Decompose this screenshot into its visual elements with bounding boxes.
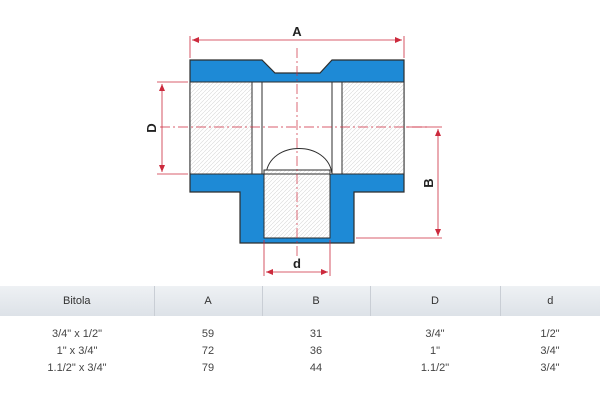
cell-bitola: 3/4" x 1/2" [51,328,102,340]
right-bore [331,81,405,175]
cell-b: 36 [309,345,323,357]
cell-d-lower: 1/2" [540,328,560,340]
dimension-d-upper [157,81,188,175]
cell-b: 31 [309,328,323,340]
header-d-lower: d [499,286,600,316]
header-b: B [261,286,371,316]
header-d-upper: D [369,286,501,316]
cell-d-upper: 3/4" [425,328,445,340]
tee-fitting-drawing: A D B d [144,24,442,276]
cell-b: 44 [309,362,323,374]
dimension-d-lower-label: d [293,256,301,271]
cell-a: 59 [201,328,215,340]
cell-d-upper: 1.1/2" [420,362,450,374]
cell-a: 72 [201,345,215,357]
table-row: 1" x 3/4" 72 36 1" 3/4" [0,343,600,360]
header-a: A [153,286,263,316]
dimension-a [189,36,405,58]
cell-a: 79 [201,362,215,374]
cell-d-upper: 1" [429,345,441,357]
specification-table: Bitola A B D d 3/4" x 1/2" 59 31 3/4" 1/… [0,286,600,377]
branch-dome [265,148,333,175]
table-row: 1.1/2" x 3/4" 79 44 1.1/2" 3/4" [0,360,600,377]
left-bore [189,81,263,175]
dimension-d-lower [263,240,331,276]
cell-bitola: 1" x 3/4" [56,345,98,357]
header-bitola: Bitola [0,286,155,316]
cell-bitola: 1.1/2" x 3/4" [47,362,107,374]
table-header-row: Bitola A B D d [0,286,600,316]
table-row: 3/4" x 1/2" 59 31 3/4" 1/2" [0,326,600,343]
cell-d-lower: 3/4" [540,345,560,357]
dimension-b-label: B [421,178,436,187]
cell-d-lower: 3/4" [540,362,560,374]
dimension-a-label: A [292,24,302,39]
dimension-d-upper-label: D [144,123,159,132]
dimension-b [356,126,442,239]
